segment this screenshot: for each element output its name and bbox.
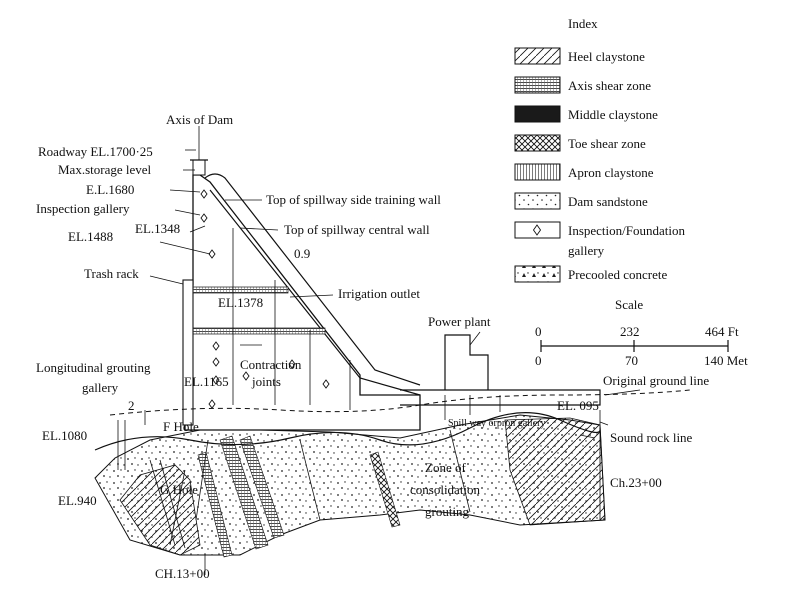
scale-ft-464: 464 Ft xyxy=(705,324,739,339)
scale-bar: Scale 0 232 464 Ft 0 70 140 Met xyxy=(535,297,748,368)
label-contraction: Contraction xyxy=(240,357,302,372)
svg-text:Apron claystone: Apron claystone xyxy=(568,165,654,180)
label-top-central-wall: Top of spillway central wall xyxy=(284,222,430,237)
svg-text:Axis shear zone: Axis shear zone xyxy=(568,78,651,93)
label-original-ground: Original ground line xyxy=(603,373,709,388)
f-hole xyxy=(195,439,209,521)
axis-shear-zone-3 xyxy=(239,435,285,539)
label-el-1348: EL.1348 xyxy=(135,221,180,236)
label-max-storage: Max.storage level xyxy=(58,162,152,177)
legend-item-precooled-concrete: Precooled concrete xyxy=(514,265,667,283)
label-sound-rock: Sound rock line xyxy=(610,430,693,445)
sound-rock-line xyxy=(94,412,601,451)
irrigation-outlet-upper xyxy=(192,286,289,294)
legend-item-dam-sandstone: Dam sandstone xyxy=(514,192,648,210)
inspection-gallery-markers xyxy=(200,189,330,409)
label-g-hole: G Hole xyxy=(160,482,198,497)
label-irrigation-outlet: Irrigation outlet xyxy=(338,286,420,301)
label-el-1165: EL.1165 xyxy=(184,374,229,389)
power-plant-building xyxy=(444,334,489,390)
label-spillway-apron-gallery: Spill way orpron gallery xyxy=(448,418,545,429)
svg-text:Inspection/Foundation: Inspection/Foundation xyxy=(568,223,685,238)
label-axis-of-dam: Axis of Dam xyxy=(166,112,233,127)
label-long-grouting: Longitudinal grouting xyxy=(36,360,151,375)
scale-met-70: 70 xyxy=(625,353,638,368)
label-el-1680: E.L.1680 xyxy=(86,182,134,197)
apron-claystone-block xyxy=(504,417,606,526)
legend-item-heel-claystone: Heel claystone xyxy=(514,47,645,65)
label-f-hole: F Hole xyxy=(163,419,199,434)
legend-item-axis-shear-zone: Axis shear zone xyxy=(514,76,651,94)
scale-ft-0: 0 xyxy=(535,324,542,339)
label-val-2: 2 xyxy=(128,398,135,413)
svg-text:Toe shear zone: Toe shear zone xyxy=(568,136,646,151)
dam-body xyxy=(184,174,421,431)
label-roadway: Roadway EL.1700·25 xyxy=(38,144,153,159)
label-el-1488: EL.1488 xyxy=(68,229,113,244)
label-trash-rack: Trash rack xyxy=(84,266,139,281)
irrigation-outlet-lower xyxy=(192,327,326,335)
original-ground-line xyxy=(109,389,691,416)
label-el-1080: EL.1080 xyxy=(42,428,87,443)
label-el-095: EL. 095 xyxy=(557,398,599,413)
legend-item-inspection-gallery: Inspection/Foundation gallery xyxy=(514,221,685,258)
label-el-1378: EL.1378 xyxy=(218,295,263,310)
label-power-plant: Power plant xyxy=(428,314,491,329)
label-long-grouting-gallery: gallery xyxy=(82,380,119,395)
label-top-side-wall: Top of spillway side training wall xyxy=(266,192,441,207)
g-hole xyxy=(169,469,186,546)
axis-shear-zone-2 xyxy=(219,435,269,550)
label-val-09: 0.9 xyxy=(294,246,310,261)
label-grouting: grouting xyxy=(425,504,470,519)
label-joints: joints xyxy=(251,374,281,389)
axis-shear-zone xyxy=(197,451,233,558)
svg-text:Middle claystone: Middle claystone xyxy=(568,107,658,122)
svg-text:Heel claystone: Heel claystone xyxy=(568,49,645,64)
scale-met-0: 0 xyxy=(535,353,542,368)
legend-item-apron-claystone: Apron claystone xyxy=(514,163,654,181)
scale-met-140: 140 Met xyxy=(704,353,748,368)
label-consolidation: consolidation xyxy=(410,482,481,497)
svg-text:Dam sandstone: Dam sandstone xyxy=(568,194,648,209)
scale-title: Scale xyxy=(615,297,643,312)
legend-item-toe-shear-zone: Toe shear zone xyxy=(514,134,646,152)
heel-claystone-band xyxy=(119,464,201,556)
svg-text:Precooled concrete: Precooled concrete xyxy=(568,267,667,282)
dam-crest xyxy=(192,159,206,176)
scale-ft-232: 232 xyxy=(620,324,640,339)
label-el-940: EL.940 xyxy=(58,493,97,508)
trash-rack xyxy=(182,279,194,426)
label-zone-of: Zone of xyxy=(425,460,466,475)
svg-text:gallery: gallery xyxy=(568,243,605,258)
legend-title: Index xyxy=(568,16,598,31)
label-ch-13: CH.13+00 xyxy=(155,566,210,581)
label-ch-23: Ch.23+00 xyxy=(610,475,662,490)
toe-shear-zone xyxy=(369,451,401,528)
legend-item-middle-claystone: Middle claystone xyxy=(514,105,658,123)
label-inspection-gallery: Inspection gallery xyxy=(36,201,130,216)
legend: Index Heel claystone Axis shear zone Mid… xyxy=(514,16,685,283)
spillway-chute xyxy=(204,173,421,386)
